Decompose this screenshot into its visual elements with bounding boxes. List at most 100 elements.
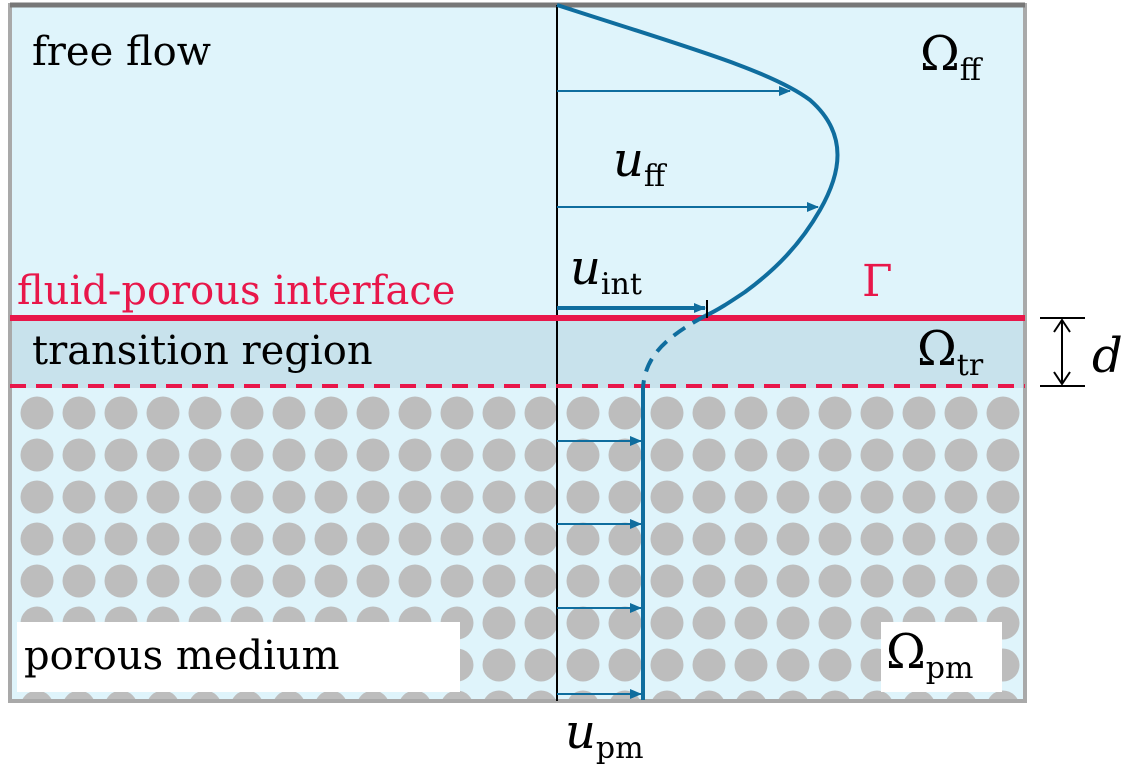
porous-grain (524, 522, 558, 556)
porous-grain (902, 438, 936, 472)
porous-grain (482, 522, 516, 556)
porous-grain (146, 564, 180, 598)
porous-grain (986, 480, 1020, 514)
porous-grain (692, 648, 726, 682)
porous-grain (188, 564, 222, 598)
porous-grain (148, 690, 178, 700)
omega-pm-label-box (881, 622, 1002, 692)
porous-grain (566, 396, 600, 430)
porous-grain (356, 522, 390, 556)
porous-grain (944, 438, 978, 472)
porous-grain (776, 564, 810, 598)
porous-grain (188, 522, 222, 556)
porous-grain (692, 606, 726, 640)
porous-grain (608, 564, 642, 598)
porous-grain (482, 606, 516, 640)
porous-grain (566, 606, 600, 640)
porous-grain (692, 438, 726, 472)
porous-grain (524, 396, 558, 430)
porous-label-box (17, 622, 460, 692)
porous-grain (146, 480, 180, 514)
porous-grain (188, 396, 222, 430)
porous-grain (104, 396, 138, 430)
u-pm-label: upm (565, 704, 644, 766)
porous-grain (902, 522, 936, 556)
porous-grain (272, 480, 306, 514)
transition-velocity-profile (641, 314, 706, 389)
porous-grain (524, 480, 558, 514)
porous-grain (608, 396, 642, 430)
porous-grain (902, 564, 936, 598)
porous-grain (776, 522, 810, 556)
porous-grain (610, 690, 640, 700)
porous-grain (734, 438, 768, 472)
porous-grain (356, 480, 390, 514)
porous-grain (650, 564, 684, 598)
porous-grain (734, 480, 768, 514)
porous-grain (650, 438, 684, 472)
porous-grain (230, 438, 264, 472)
free-flow-region (10, 5, 1025, 318)
porous-grain (692, 522, 726, 556)
porous-grain (358, 690, 388, 700)
porous-grain (818, 522, 852, 556)
porous-grain (860, 438, 894, 472)
porous-grain (146, 438, 180, 472)
porous-grain (692, 480, 726, 514)
porous-grain (398, 564, 432, 598)
porous-grain (902, 396, 936, 430)
porous-grain (398, 480, 432, 514)
porous-grain (400, 690, 430, 700)
porous-grain (272, 396, 306, 430)
porous-grain (484, 690, 514, 700)
porous-grain (776, 396, 810, 430)
porous-grain (650, 648, 684, 682)
porous-grain (776, 648, 810, 682)
porous-grain (608, 480, 642, 514)
porous-grain (568, 690, 598, 700)
porous-grain (230, 480, 264, 514)
porous-grain (734, 648, 768, 682)
porous-grain (440, 396, 474, 430)
porous-grain (482, 480, 516, 514)
porous-grain (62, 396, 96, 430)
porous-grain (776, 438, 810, 472)
porous-grain (694, 690, 724, 700)
porous-grain (944, 396, 978, 430)
porous-grain (398, 438, 432, 472)
porous-grain (986, 564, 1020, 598)
porous-grain (314, 480, 348, 514)
porous-grain (20, 396, 54, 430)
porous-grain (944, 522, 978, 556)
porous-grain (608, 606, 642, 640)
porous-grain (692, 396, 726, 430)
porous-grain (818, 438, 852, 472)
free-flow-velocity-profile (556, 3, 840, 318)
porous-grain (230, 522, 264, 556)
porous-grain (776, 606, 810, 640)
porous-grain (398, 522, 432, 556)
thickness-label: d (1092, 328, 1123, 384)
porous-grain (946, 690, 976, 700)
porous-grain (734, 396, 768, 430)
porous-grain (272, 522, 306, 556)
porous-grain (316, 690, 346, 700)
porous-grain (820, 690, 850, 700)
porous-grain (524, 606, 558, 640)
porous-grain (566, 480, 600, 514)
porous-grain (356, 396, 390, 430)
porous-grain (482, 564, 516, 598)
porous-grain (734, 564, 768, 598)
porous-grain (62, 564, 96, 598)
porous-grain (188, 480, 222, 514)
porous-grain (778, 690, 808, 700)
porous-grain (104, 438, 138, 472)
porous-grain (442, 690, 472, 700)
porous-grain (734, 522, 768, 556)
porous-label: porous medium (24, 633, 340, 679)
porous-grain (356, 438, 390, 472)
porous-grain (860, 564, 894, 598)
thickness-arrowhead-up (1053, 318, 1071, 333)
porous-grain (482, 648, 516, 682)
porous-grain (20, 480, 54, 514)
